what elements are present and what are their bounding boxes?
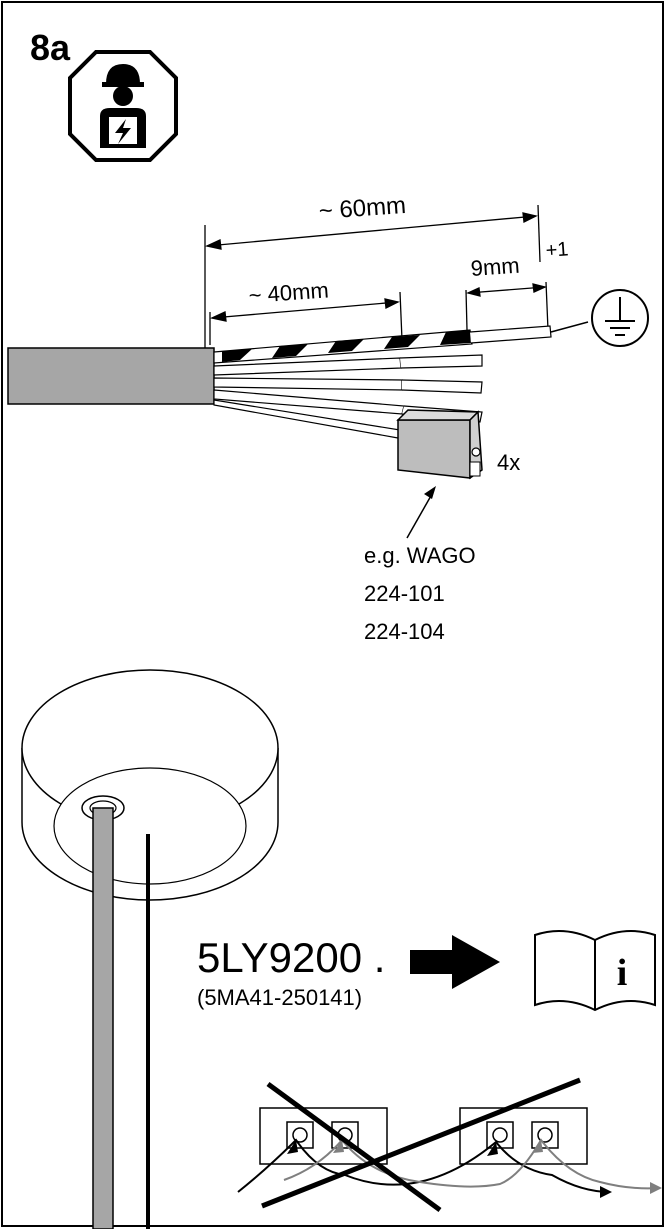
svg-text:i: i [617, 952, 628, 994]
connector-quantity-label: 4x [497, 450, 521, 475]
stripped-cable [7, 321, 589, 439]
model-number-label: 5LY9200 . [197, 934, 386, 981]
total-strip-length-label: ~ 60mm [317, 191, 407, 225]
connector-example-brand: e.g. WAGO [364, 543, 476, 568]
connector-example-part-1: 224-101 [364, 581, 445, 606]
strip-length-dimensions [204, 204, 549, 350]
jacket-strip-length-label: ~ 40mm [247, 277, 330, 308]
prohibited-loop-wiring [237, 1077, 662, 1213]
connector-pointer-arrow [406, 486, 436, 539]
electrician-qualified-icon [68, 50, 178, 162]
conductor-strip-tolerance-label: +1 [544, 238, 570, 262]
document-number-label: (5MA41-250141) [197, 985, 363, 1010]
step-number: 8a [30, 27, 71, 68]
arrow-right-icon [410, 935, 500, 989]
wago-connector [396, 409, 483, 480]
connector-example-part-2: 224-104 [364, 619, 445, 644]
protective-earth-icon [591, 289, 649, 347]
prohibited-cross-icon [261, 1077, 581, 1213]
conductor-strip-length-label: 9mm [469, 252, 521, 281]
ceiling-rose [21, 669, 279, 1229]
info-manual-icon: i [534, 930, 656, 1012]
